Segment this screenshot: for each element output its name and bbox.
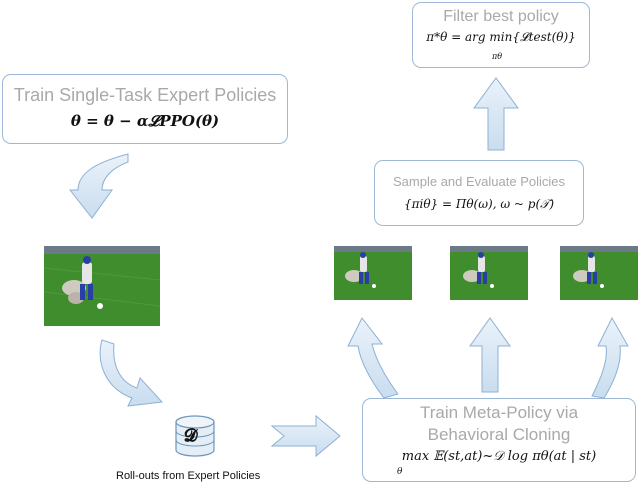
meta-equation: max 𝔼(st,at)~𝒟 log πθ(at | st)	[401, 449, 597, 464]
expert-sim-thumbnail	[44, 246, 160, 326]
dataset-caption: Roll-outs from Expert Policies	[116, 470, 261, 482]
filter-equation-subscript: πθ	[492, 52, 503, 61]
filter-equation: π*θ = arg min{𝓛test(θ)}	[426, 30, 576, 44]
sampled-policy-thumbnail-3	[560, 246, 638, 300]
meta-title-line1: Train Meta-Policy via	[419, 403, 579, 422]
arrow-dataset-to-meta	[270, 414, 341, 458]
curved-arrow-meta-to-thumb-left	[347, 317, 399, 399]
sampled-policy-thumbnail-1	[334, 246, 412, 300]
database-cylinder-icon	[175, 415, 215, 457]
arrow-meta-to-thumb-middle	[469, 317, 511, 393]
sample-evaluate-title: Sample and Evaluate Policies	[393, 174, 565, 189]
sample-evaluate-box: Sample and Evaluate Policies {πiθ} = Πθ(…	[374, 160, 584, 226]
sampled-policy-thumbnail-2	[450, 246, 528, 300]
meta-policy-box: Train Meta-Policy via Behavioral Cloning…	[362, 398, 636, 482]
curved-arrow-meta-to-thumb-right	[591, 316, 629, 399]
filter-title: Filter best policy	[443, 8, 559, 25]
train-expert-title: Train Single-Task Expert Policies	[13, 85, 277, 105]
meta-title-line2: Behavioral Cloning	[427, 425, 571, 444]
meta-equation-subscript: θ	[397, 467, 403, 477]
sample-evaluate-equation: {πiθ} = Πθ(ω), ω ~ p(𝒯)	[403, 197, 555, 211]
curved-arrow-sim-to-dataset	[99, 339, 164, 407]
train-expert-equation: θ = θ − α𝓛PPO(θ)	[70, 112, 220, 130]
curved-arrow-expert-to-sim	[68, 153, 129, 219]
train-expert-box: Train Single-Task Expert Policies θ = θ …	[2, 74, 288, 144]
dataset-symbol: 𝓓	[184, 426, 198, 446]
filter-best-policy-box: Filter best policy π*θ = arg min{𝓛test(θ…	[412, 2, 590, 68]
arrow-sample-to-filter	[473, 77, 519, 151]
